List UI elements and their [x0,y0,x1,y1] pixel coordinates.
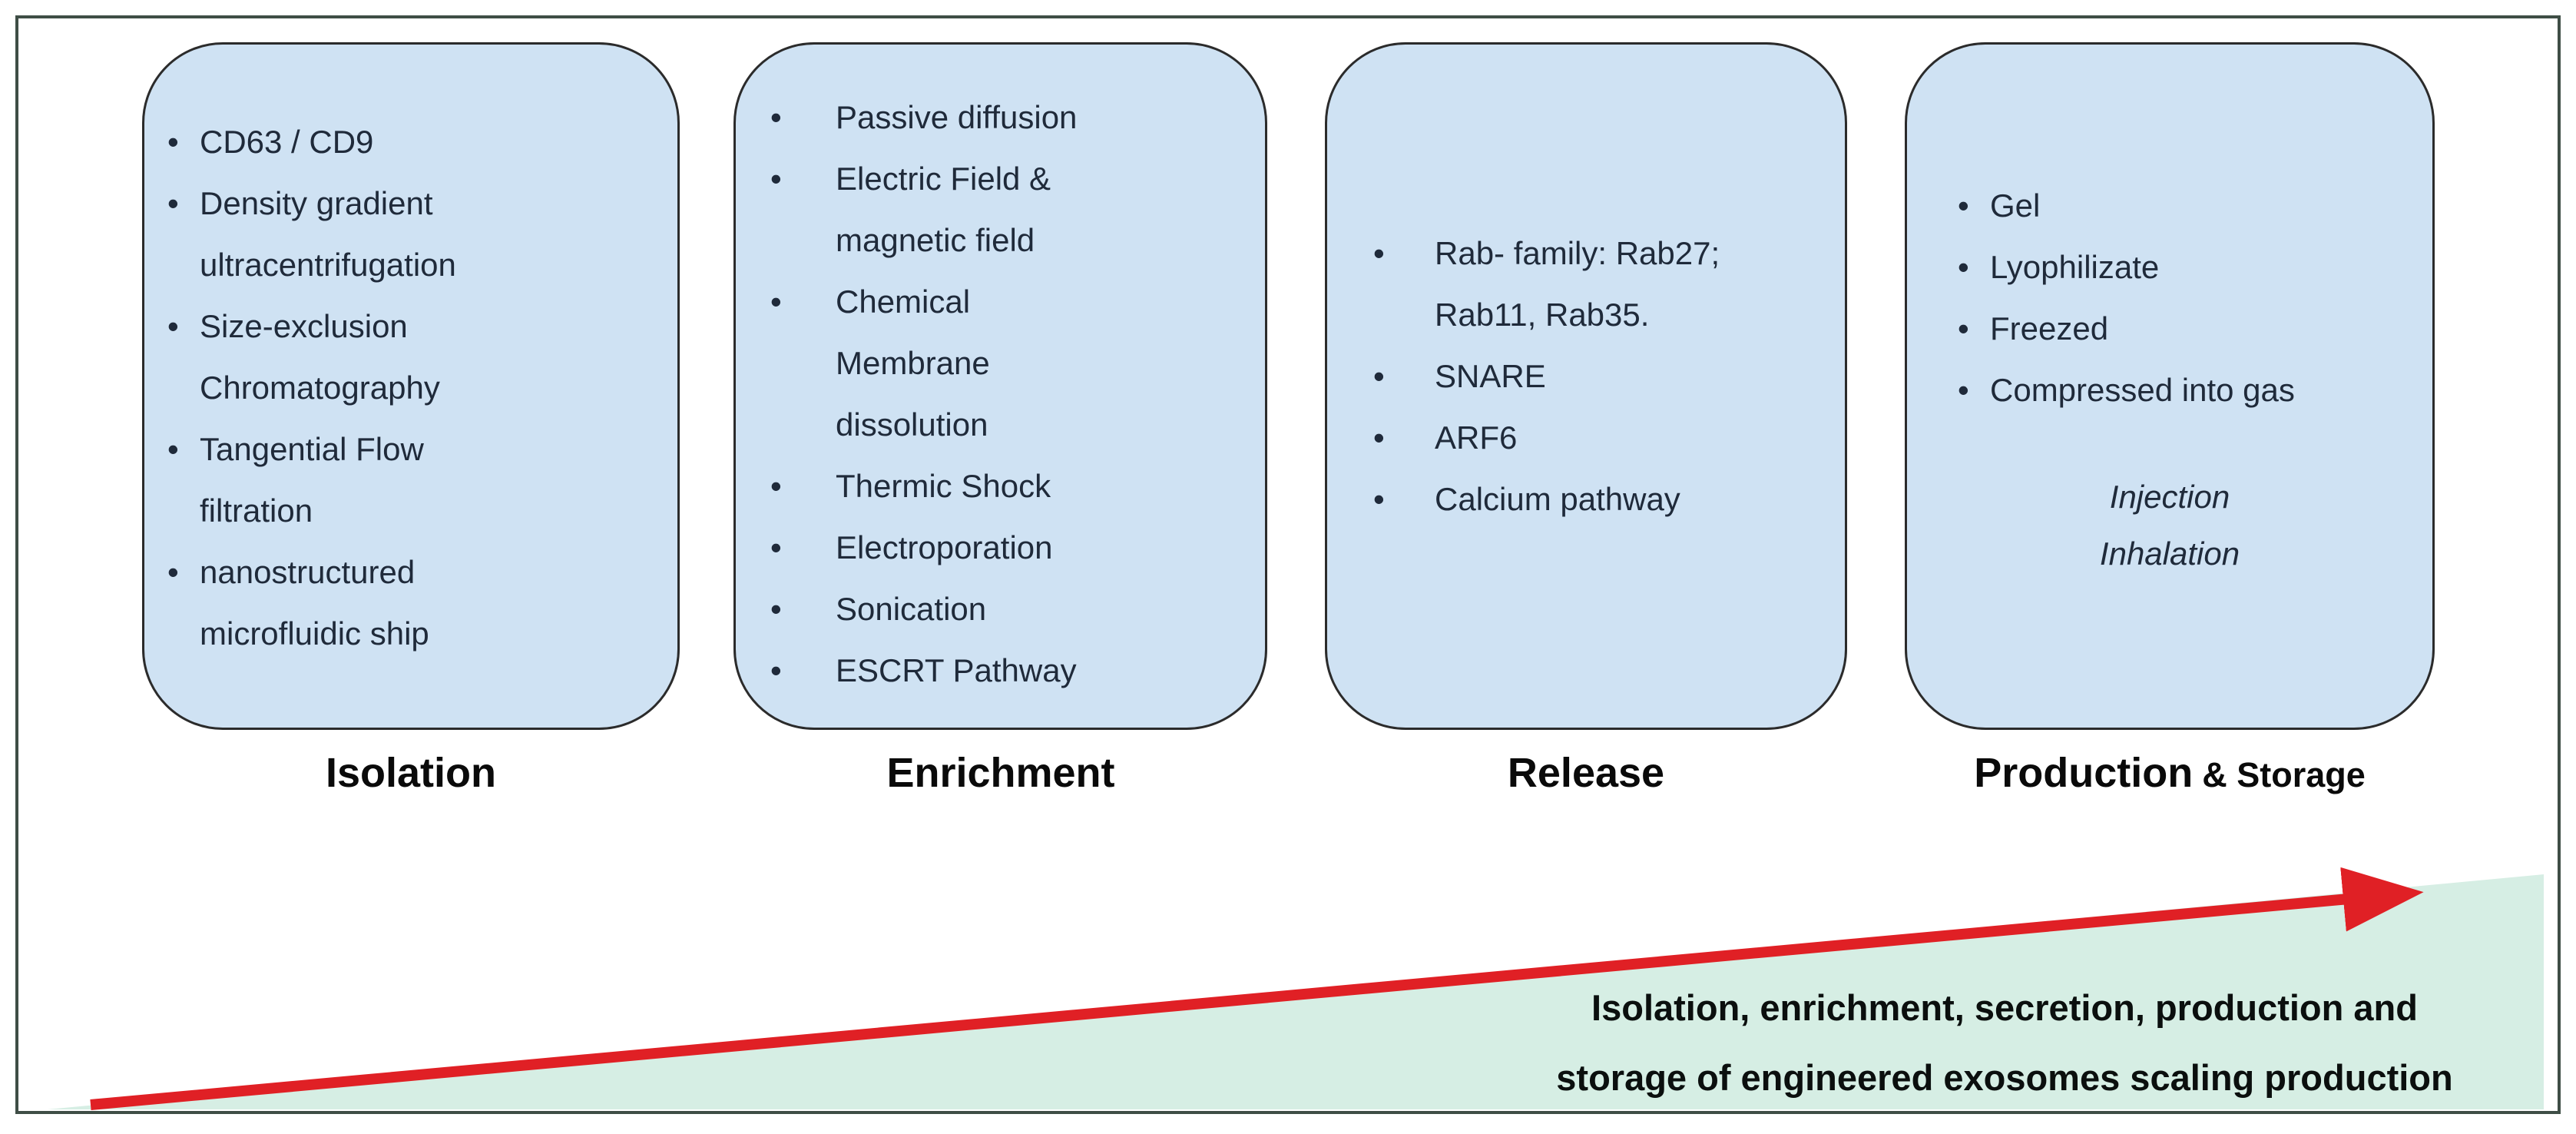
production-bullet-list: GelLyophilizateFreezedCompressed into ga… [1958,175,2409,421]
bullet-item: ARF6 [1373,407,1822,469]
stage-label-enrichment: Enrichment [886,750,1115,796]
enrichment-bullet-list: Passive diffusionElectric Field & magnet… [770,87,1242,701]
bullet-item: Thermic Shock [770,456,1242,517]
trend-arrow-line [90,867,2424,1110]
bullet-item: Size-exclusion Chromatography [167,296,647,419]
administration-note: Injection Inhalation [2099,479,2240,572]
bullet-item: Electroporation [770,517,1242,579]
bullet-item: Calcium pathway [1373,469,1822,530]
stage-label-storage-suffix: & Storage [2202,755,2366,794]
bullet-item: Freezed [1958,298,2409,360]
bullet-item: Chemical Membrane dissolution [770,271,1242,456]
bullet-item: Compressed into gas [1958,360,2409,421]
stage-box-isolation: CD63 / CD9Density gradient ultracentrifu… [142,42,680,730]
stage-label-release: Release [1507,750,1665,796]
bullet-item: Density gradient ultracentrifugation [167,173,647,296]
stage-box-release: Rab- family: Rab27; Rab11, Rab35.SNAREAR… [1325,42,1847,730]
bullet-item: ESCRT Pathway [770,640,1242,701]
bullet-item: Sonication [770,579,1242,640]
bullet-item: CD63 / CD9 [167,111,647,173]
bullet-item: Passive diffusion [770,87,1242,148]
stage-label-isolation: Isolation [325,750,496,796]
bullet-item: SNARE [1373,346,1822,407]
bullet-item: nanostructured microfluidic ship [167,542,647,665]
stage-label-production-main: Production [1974,750,2194,796]
bullet-item: Rab- family: Rab27; Rab11, Rab35. [1373,223,1822,346]
bullet-item: Electric Field & magnetic field [770,148,1242,271]
stage-box-production-storage: GelLyophilizateFreezedCompressed into ga… [1905,42,2435,730]
isolation-bullet-list: CD63 / CD9Density gradient ultracentrifu… [167,111,647,665]
bullet-item: Lyophilizate [1958,237,2409,298]
bullet-item: Gel [1958,175,2409,237]
bullet-item: Tangential Flow filtration [167,419,647,542]
stage-label-production-storage: Production& Storage [1901,749,2439,797]
release-bullet-list: Rab- family: Rab27; Rab11, Rab35.SNAREAR… [1373,223,1822,530]
stage-box-enrichment: Passive diffusionElectric Field & magnet… [733,42,1267,730]
scaling-caption: Isolation, enrichment, secretion, produc… [1556,987,2453,1098]
